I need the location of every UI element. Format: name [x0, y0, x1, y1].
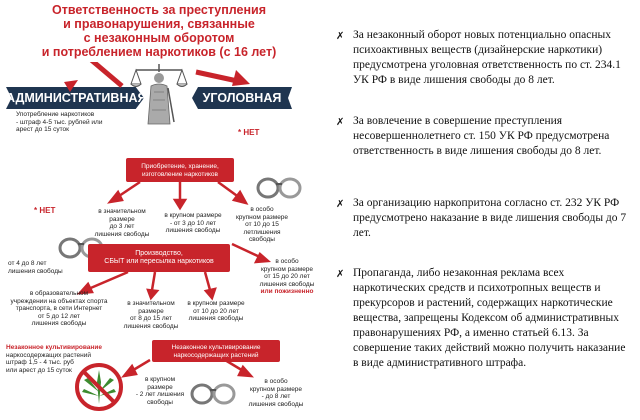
- acq-large-line: в крупном размере: [160, 212, 226, 220]
- schools-line: в образовательном: [8, 290, 110, 298]
- list-item: ✗ За вовлечение в совершение преступлени…: [334, 114, 630, 159]
- up-to-8-years: от 4 до 8 лет лишения свободы: [8, 260, 68, 275]
- acquisition-large: в крупном размере - от 3 до 10 лет лишен…: [160, 212, 226, 235]
- prod-xlarge-line: крупном размере: [256, 266, 318, 274]
- infographic-poster: Ответственность за преступления и правон…: [0, 0, 318, 420]
- cult-large-line: размере: [134, 384, 186, 392]
- prod-xlarge-line: в особо: [256, 258, 318, 266]
- cult-admin-line: наркосодержащих растений: [6, 352, 116, 360]
- handcuffs-icon: [256, 172, 302, 202]
- acq-xlarge-line: в особо: [232, 206, 292, 214]
- cross-mark-icon: ✗: [336, 267, 344, 282]
- cross-mark-icon: ✗: [336, 197, 344, 212]
- acquisition-especially-large: в особо крупном размере от 10 до 15 летл…: [232, 206, 292, 244]
- cult-xlarge-line: - до 8 лет: [244, 393, 308, 401]
- list-item-text: За вовлечение в совершение преступления …: [353, 115, 609, 157]
- list-item: ✗ Пропаганда, либо незаконная реклама вс…: [334, 266, 630, 371]
- cultivation-especially-large: в особо крупном размере - до 8 лет лишен…: [244, 378, 308, 408]
- prod-sig-line: размере: [118, 308, 184, 316]
- cult-xlarge-line: в особо: [244, 378, 308, 386]
- acq-xlarge-line: крупном размере: [232, 214, 292, 222]
- prod-xlarge-line: лишения свободы: [256, 281, 318, 289]
- schools-line: лишения свободы: [8, 320, 110, 328]
- cult-box-line: наркосодержащих растений: [155, 352, 277, 360]
- cult-large-line: - 2 лет лишения: [134, 391, 186, 399]
- prod-sig-line: лишения свободы: [118, 323, 184, 331]
- acq-sig-line: до 3 лет: [92, 223, 152, 231]
- list-item: ✗ За организацию наркопритона согласно с…: [334, 196, 630, 241]
- prod-life-sentence: или пожизненно: [256, 288, 318, 296]
- cross-mark-icon: ✗: [336, 115, 344, 130]
- acq-xlarge-line: свободы: [232, 236, 292, 244]
- cult-xlarge-line: крупном размере: [244, 386, 308, 394]
- cultivation-box: Незаконное культивирование наркосодержащ…: [152, 340, 280, 362]
- production-box-line: Производство,: [91, 250, 227, 258]
- cult-xlarge-line: лишения свободы: [244, 401, 308, 409]
- production-especially-large: в особо крупном размере от 15 до 20 лет …: [256, 258, 318, 296]
- prod-large-line: в крупном размере: [182, 300, 250, 308]
- handcuffs-icon: [190, 378, 236, 408]
- cult-admin-line: Незаконное культивирование: [6, 344, 116, 352]
- schools-line: транспорта, в сети Интернет: [8, 305, 110, 313]
- up-to-8-line: от 4 до 8 лет: [8, 260, 68, 268]
- acq-xlarge-line: летлишения: [232, 229, 292, 237]
- acq-sig-line: размере: [92, 216, 152, 224]
- admin-none-mark: * НЕТ: [34, 206, 55, 215]
- schools-line: от 5 до 12 лет: [8, 313, 110, 321]
- prod-xlarge-line: от 15 до 20 лет: [256, 273, 318, 281]
- acq-large-line: - от 3 до 10 лет: [160, 220, 226, 228]
- production-significant: в значительном размере от 8 до 15 лет ли…: [118, 300, 184, 330]
- up-to-8-line: лишения свободы: [8, 268, 68, 276]
- cult-large-line: в крупном: [134, 376, 186, 384]
- list-item-text: За незаконный оборот новых потенциально …: [353, 29, 621, 86]
- prod-sig-line: в значительном: [118, 300, 184, 308]
- production-box: Производство, СБЫТ или пересылка наркоти…: [88, 244, 230, 272]
- cultivation-large: в крупном размере - 2 лет лишения свобод…: [134, 376, 186, 406]
- acq-xlarge-line: от 10 до 15: [232, 221, 292, 229]
- prod-large-line: от 10 до 20 лет: [182, 308, 250, 316]
- educational-institutions: в образовательном учреждении на объектах…: [8, 290, 110, 328]
- no-cannabis-icon: [74, 362, 124, 412]
- cult-box-line: Незаконное культивирование: [155, 344, 277, 352]
- cult-large-line: свободы: [134, 399, 186, 407]
- list-item-text: Пропаганда, либо незаконная реклама всех…: [353, 267, 625, 369]
- prod-sig-line: от 8 до 15 лет: [118, 315, 184, 323]
- acq-sig-line: в значительном: [92, 208, 152, 216]
- list-item: ✗ За незаконный оборот новых потенциальн…: [334, 28, 630, 88]
- prod-large-line: лишения свободы: [182, 315, 250, 323]
- schools-line: учреждении на объектах спорта: [8, 298, 110, 306]
- production-large: в крупном размере от 10 до 20 лет лишени…: [182, 300, 250, 323]
- list-item-text: За организацию наркопритона согласно ст.…: [353, 197, 626, 239]
- production-box-line: СБЫТ или пересылка наркотиков: [91, 258, 227, 266]
- cross-mark-icon: ✗: [336, 29, 344, 44]
- acq-large-line: лишения свободы: [160, 227, 226, 235]
